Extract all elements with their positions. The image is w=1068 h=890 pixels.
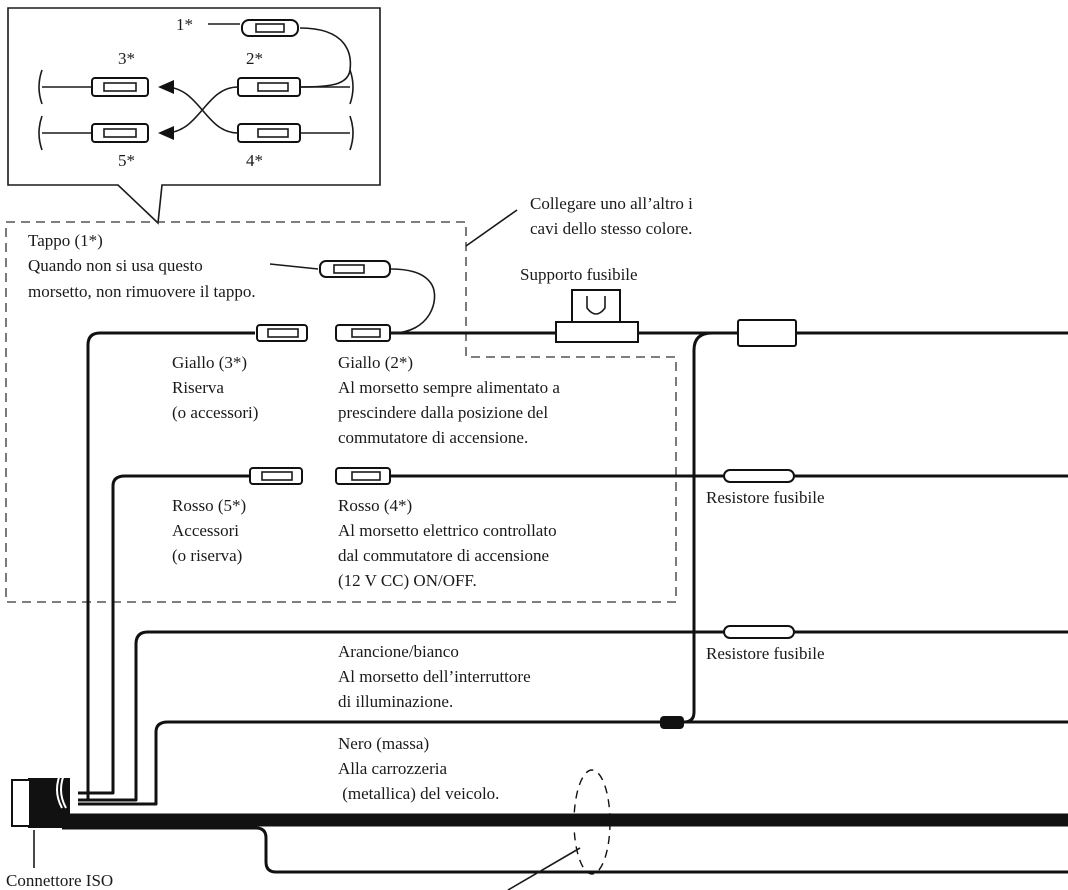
black-ground-wire <box>78 716 1068 806</box>
label-1: 1* <box>176 15 193 34</box>
connector-yellow-2 <box>335 324 391 342</box>
orange-wire <box>78 625 1068 802</box>
fuse-resistor-1 <box>723 469 795 483</box>
fuse-resistor-2 <box>723 625 795 639</box>
red4-line-2: dal commutatore di accensione <box>338 546 549 565</box>
red4-line-3: (12 V CC) ON/OFF. <box>338 571 477 590</box>
connector-red-5 <box>249 467 303 485</box>
iso-connector-label: Connettore ISO <box>6 871 113 890</box>
fuse-block <box>737 319 797 347</box>
red5-line-1: Accessori <box>172 521 239 540</box>
arrow-to-5-icon <box>158 126 174 140</box>
black-line-1: Alla carrozzeria <box>338 759 447 778</box>
note-line-1: Collegare uno all’altro i <box>530 194 693 213</box>
yellow2-line-1: Al morsetto sempre alimentato a <box>338 378 560 397</box>
iso-connector <box>11 769 1068 890</box>
red4-title: Rosso (4*) <box>338 496 412 515</box>
connector-yellow-3 <box>256 324 308 342</box>
orange-line-1: Al morsetto dell’interruttore <box>338 667 531 686</box>
note-line-2: cavi dello stesso colore. <box>530 219 692 238</box>
fuse-holder-top <box>571 289 621 323</box>
connector-4-inset <box>237 123 301 143</box>
yellow3-line-1: Riserva <box>172 378 224 397</box>
yellow2-line-2: prescindere dalla posizione del <box>338 403 548 422</box>
red-wire <box>78 467 1068 795</box>
red4-line-1: Al morsetto elettrico controllato <box>338 521 557 540</box>
connector-5-inset <box>91 123 149 143</box>
fuse-resistor-2-label: Resistore fusibile <box>706 644 825 663</box>
label-4: 4* <box>246 151 263 170</box>
fuse-holder-base <box>555 321 639 343</box>
label-5: 5* <box>118 151 135 170</box>
fuse-branch-wire <box>683 331 738 724</box>
cap-connector <box>319 260 391 278</box>
yellow3-line-2: (o accessori) <box>172 403 258 422</box>
arrow-to-3-icon <box>158 80 174 94</box>
orange-title: Arancione/bianco <box>338 642 459 661</box>
yellow3-title: Giallo (3*) <box>172 353 247 372</box>
fuse-holder-label: Supporto fusibile <box>520 265 638 284</box>
label-3: 3* <box>118 49 135 68</box>
connector-2-inset <box>237 77 301 97</box>
cap-connector-inset <box>241 19 299 37</box>
iso-connector-plug <box>11 779 31 827</box>
yellow2-line-3: commutatore di accensione. <box>338 428 528 447</box>
cap-line-1: Quando non si usa questo <box>28 256 203 275</box>
splice-node <box>660 716 684 729</box>
cable-marker <box>573 769 611 875</box>
inset-detail: 1* 2* 3* 4* 5* <box>7 7 381 225</box>
red5-title: Rosso (5*) <box>172 496 246 515</box>
red5-line-2: (o riserva) <box>172 546 242 565</box>
black-title: Nero (massa) <box>338 734 429 753</box>
orange-line-2: di illuminazione. <box>338 692 453 711</box>
cap-line-2: morsetto, non rimuovere il tappo. <box>28 282 256 301</box>
cap-title: Tappo (1*) <box>28 231 103 250</box>
connector-3-inset <box>91 77 149 97</box>
black-line-2: (metallica) del veicolo. <box>338 784 499 803</box>
connector-red-4 <box>335 467 391 485</box>
label-2: 2* <box>246 49 263 68</box>
yellow2-title: Giallo (2*) <box>338 353 413 372</box>
fuse-resistor-1-label: Resistore fusibile <box>706 488 825 507</box>
